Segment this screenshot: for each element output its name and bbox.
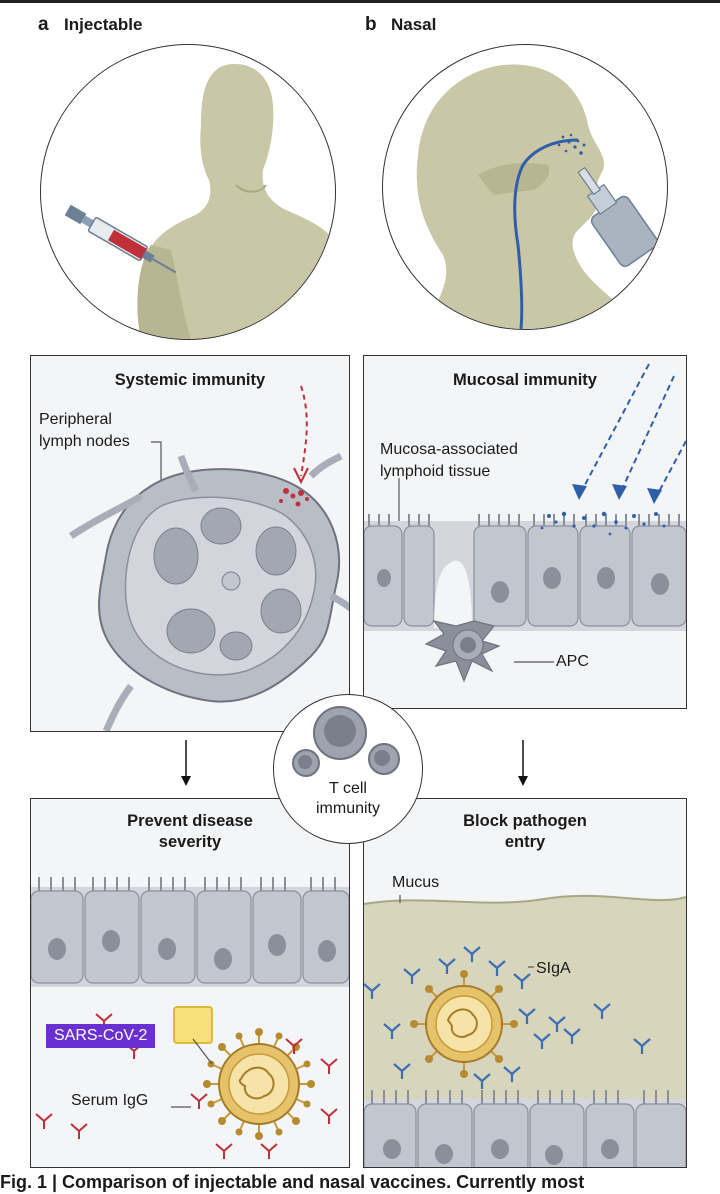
mucosal-immunity-panel: Mucosal immunity Mucosa-associated lymph… [363,355,687,709]
panel-b-title: Nasal [391,15,437,34]
serum-igg-label: Serum IgG [71,1092,149,1109]
epithelium-igg-illustration [31,877,349,1159]
injectable-illustration [40,44,336,340]
mucus-label: Mucus [392,874,440,891]
mucosal-immunity-title: Mucosal immunity [453,371,597,389]
nasal-spray-icon [557,133,659,267]
t-cell-label-line-1: T cell [329,780,367,797]
lymph-node-illustration [69,385,349,731]
top-rule [0,0,720,3]
figure-caption: Fig. 1 | Comparison of injectable and na… [0,1172,585,1192]
block-title-line-2: entry [504,833,546,851]
sars-cov-2-label: SARS-CoV-2 [46,1024,156,1048]
peripheral-label: Peripheral [39,411,112,428]
lymph-nodes-label: lymph nodes [39,433,130,450]
t-cell-immunity-circle: T cell immunity [273,694,423,844]
mucus-siga-illustration [364,894,686,1167]
siga-label: SIgA [536,960,571,977]
block-title-line-1: Block pathogen [463,812,587,830]
person-silhouette-arm [137,64,335,339]
panel-a-letter: a [38,14,49,35]
nasal-illustration [382,44,668,330]
arrow-down-icon-left [181,740,191,786]
block-pathogen-panel: Block pathogen entry [363,798,687,1168]
t-cell-icon [292,706,400,777]
arrow-down-icon-right [518,740,528,786]
mucosa-illustration [364,363,686,683]
prevent-title-line-2: severity [158,833,222,851]
apc-label: APC [556,653,589,670]
systemic-immunity-panel: Systemic immunity Peripheral lymph nodes [30,355,350,732]
prevent-disease-panel: Prevent disease severity [30,798,350,1168]
systemic-immunity-title: Systemic immunity [114,371,266,389]
panel-b-letter: b [365,14,377,35]
head-silhouette [416,64,643,329]
t-cell-label-line-2: immunity [315,800,380,817]
panel-a-title: Injectable [64,15,143,34]
malt-label-line-2: lymphoid tissue [380,463,491,480]
syringe-icon [64,204,177,274]
malt-label-line-1: Mucosa-associated [380,441,518,458]
prevent-title-line-1: Prevent disease [127,812,253,830]
